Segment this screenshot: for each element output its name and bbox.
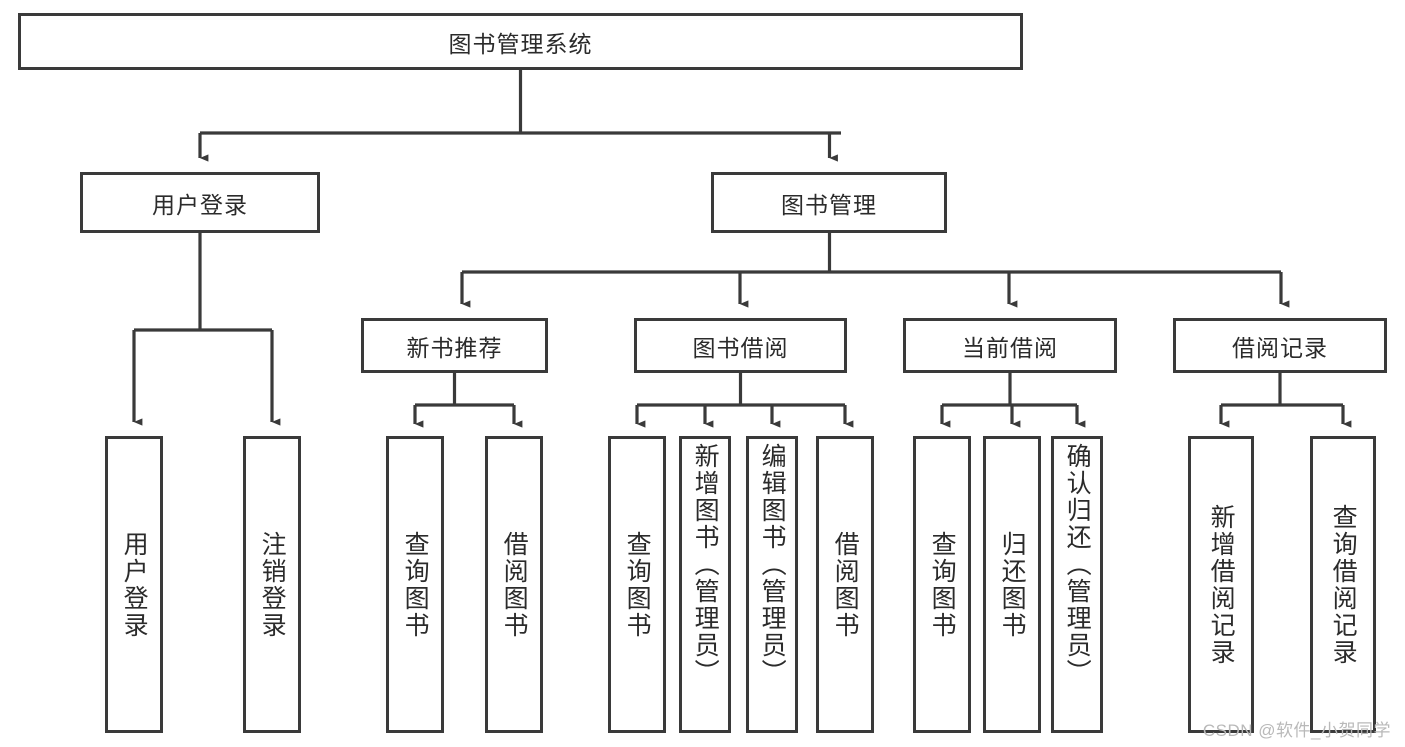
node-return-book[interactable]: 归还图书 xyxy=(983,436,1041,733)
node-root-label: 图书管理系统 xyxy=(448,30,593,57)
node-query-book-1-label: 查询图书 xyxy=(401,530,430,639)
node-book-borrow[interactable]: 图书借阅 xyxy=(634,318,847,373)
node-borrow-record-label: 借阅记录 xyxy=(1232,334,1328,361)
node-user-login-do[interactable]: 用户登录 xyxy=(105,436,163,733)
node-add-borrow-record-label: 新增借阅记录 xyxy=(1207,503,1236,666)
node-user-login-do-label: 用户登录 xyxy=(120,530,149,639)
node-borrow-book-2[interactable]: 借阅图书 xyxy=(816,436,874,733)
node-current-borrow-label: 当前借阅 xyxy=(962,334,1058,361)
node-confirm-return-admin[interactable]: 确认归还（管理员） xyxy=(1051,436,1103,733)
node-book-management[interactable]: 图书管理 xyxy=(711,172,947,233)
node-user-logout[interactable]: 注销登录 xyxy=(243,436,301,733)
node-add-book-admin-label: 新增图书（管理员） xyxy=(691,443,720,686)
node-book-borrow-label: 图书借阅 xyxy=(692,334,789,361)
node-borrow-book-2-label: 借阅图书 xyxy=(831,530,860,639)
node-root[interactable]: 图书管理系统 xyxy=(18,13,1023,70)
node-add-borrow-record[interactable]: 新增借阅记录 xyxy=(1188,436,1254,733)
node-user-login-label: 用户登录 xyxy=(152,191,248,218)
node-edit-book-admin[interactable]: 编辑图书（管理员） xyxy=(746,436,798,733)
node-confirm-return-admin-label: 确认归还（管理员） xyxy=(1063,443,1092,686)
node-return-book-label: 归还图书 xyxy=(998,530,1027,639)
node-query-book-1[interactable]: 查询图书 xyxy=(386,436,444,733)
node-query-borrow-record-label: 查询借阅记录 xyxy=(1329,503,1358,666)
node-borrow-book-1[interactable]: 借阅图书 xyxy=(485,436,543,733)
node-new-book-recommend-label: 新书推荐 xyxy=(406,334,503,361)
node-query-book-3[interactable]: 查询图书 xyxy=(913,436,971,733)
node-edit-book-admin-label: 编辑图书（管理员） xyxy=(758,443,787,686)
node-user-login[interactable]: 用户登录 xyxy=(80,172,320,233)
node-add-book-admin[interactable]: 新增图书（管理员） xyxy=(679,436,731,733)
node-borrow-record[interactable]: 借阅记录 xyxy=(1173,318,1387,373)
node-borrow-book-1-label: 借阅图书 xyxy=(500,530,529,639)
node-current-borrow[interactable]: 当前借阅 xyxy=(903,318,1117,373)
node-user-logout-label: 注销登录 xyxy=(258,530,287,639)
node-query-borrow-record[interactable]: 查询借阅记录 xyxy=(1310,436,1376,733)
node-query-book-2-label: 查询图书 xyxy=(623,530,652,639)
node-new-book-recommend[interactable]: 新书推荐 xyxy=(361,318,548,373)
node-query-book-2[interactable]: 查询图书 xyxy=(608,436,666,733)
node-query-book-3-label: 查询图书 xyxy=(928,530,957,639)
node-book-management-label: 图书管理 xyxy=(781,191,877,218)
